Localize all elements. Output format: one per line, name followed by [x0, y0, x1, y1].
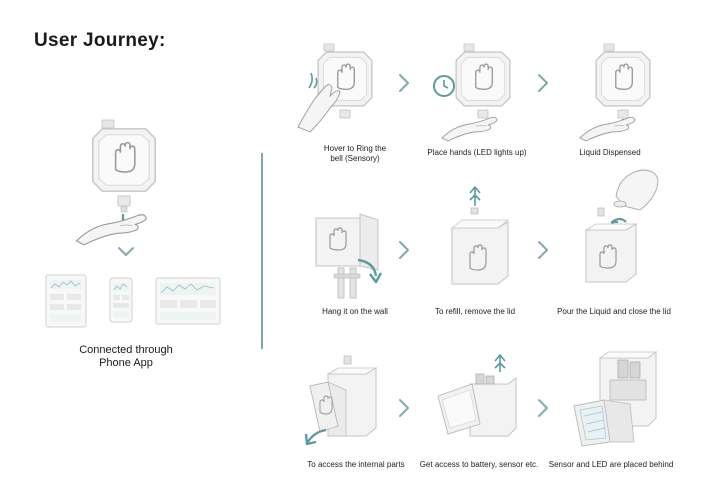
step-caption: Liquid Dispensed [560, 148, 660, 158]
section-divider [261, 153, 263, 349]
caption-line: Connected through [79, 344, 173, 356]
phone-app-screens-illustration [45, 274, 221, 328]
chevron-right-icon [538, 74, 548, 92]
caption-line: Sensor and LED are placed behind [548, 460, 674, 469]
caption-line: Hover to Ring the [323, 144, 387, 153]
caption-line: bell (Sensory) [330, 154, 380, 163]
caption-line: Hang it on the wall [322, 307, 388, 316]
step-caption: Place hands (LED lights up) [418, 148, 536, 158]
caption-line: Get access to battery, sensor etc. [419, 460, 539, 469]
step-caption: To refill, remove the lid [420, 307, 530, 317]
chevron-down-icon [118, 247, 134, 256]
step-caption: Hang it on the wall [302, 307, 408, 317]
step-caption: Get access to battery, sensor etc. [414, 460, 544, 470]
step-caption: Pour the Liquid and close the lid [546, 307, 682, 317]
caption-line: To refill, remove the lid [434, 307, 516, 316]
chevron-right-icon [538, 241, 548, 259]
step-hover-illustration [297, 43, 373, 133]
caption-line: To access the internal parts [307, 460, 405, 469]
page-title: User Journey: [34, 30, 166, 51]
chevron-right-icon [399, 241, 409, 259]
step-caption: Hover to Ring the bell (Sensory) [300, 144, 410, 164]
step-sensor-led-illustration [573, 351, 658, 447]
app-connection-caption: Connected through Phone App [60, 344, 192, 370]
caption-line: Place hands (LED lights up) [427, 148, 527, 157]
chevron-right-icon [399, 74, 409, 92]
step-caption: To access the internal parts [298, 460, 414, 470]
device-hand-illustration [75, 119, 156, 246]
caption-line: Phone App [99, 357, 153, 369]
step-place-hands-illustration [433, 43, 511, 142]
step-open-device-illustration [304, 355, 378, 446]
step-hang-wall-illustration [315, 213, 383, 299]
step-pour-liquid-illustration [584, 169, 659, 283]
chevron-right-icon [399, 399, 409, 417]
chevron-right-icon [538, 399, 548, 417]
step-liquid-dispensed-illustration [579, 43, 651, 142]
step-internal-access-illustration [437, 354, 517, 437]
step-remove-lid-illustration [450, 186, 510, 285]
caption-line: Liquid Dispensed [579, 148, 641, 157]
caption-line: Pour the Liquid and close the lid [557, 307, 671, 316]
step-caption: Sensor and LED are placed behind [546, 460, 676, 470]
